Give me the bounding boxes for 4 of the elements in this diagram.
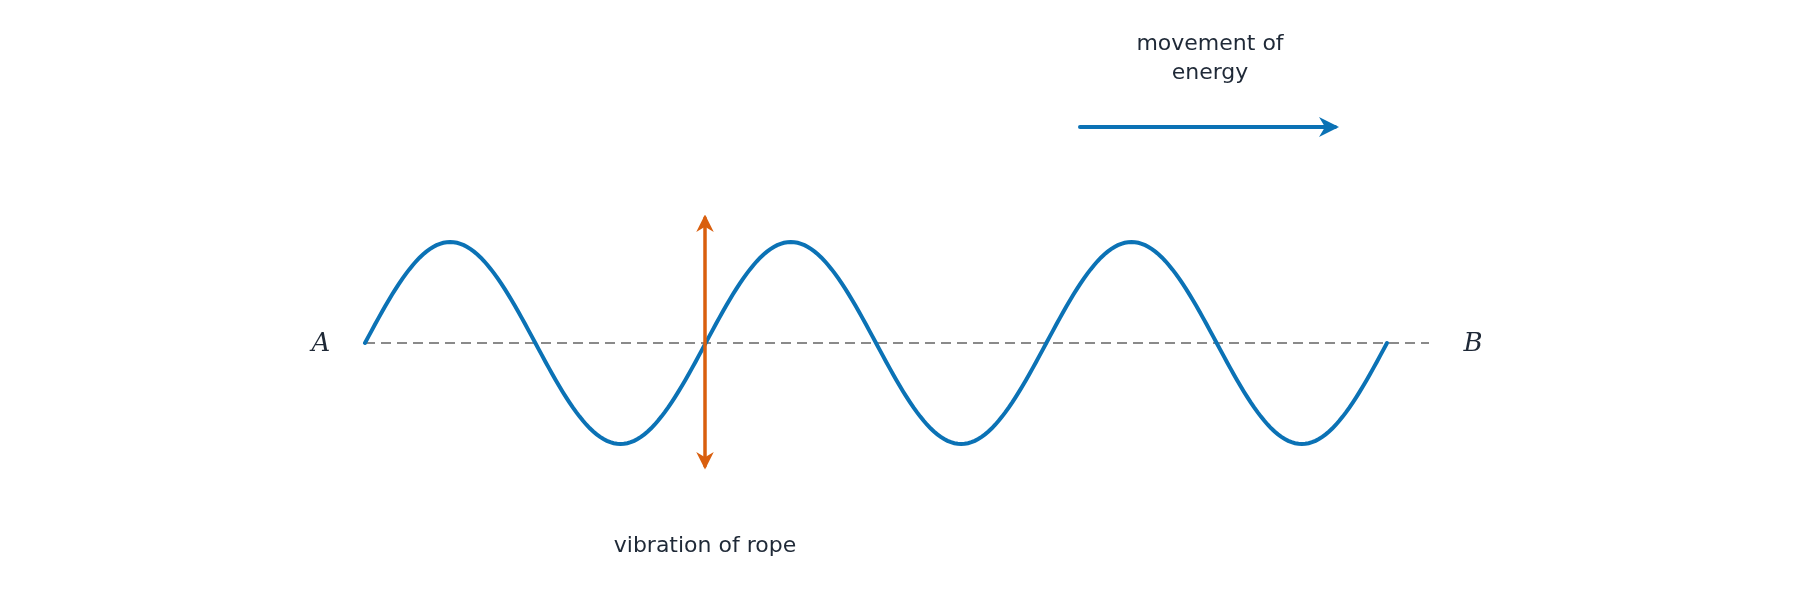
point-label: B <box>1462 326 1484 360</box>
annotation-text: movement of energy <box>1135 29 1285 86</box>
point-label: A <box>308 326 332 360</box>
annotation-text: vibration of rope <box>612 530 798 559</box>
